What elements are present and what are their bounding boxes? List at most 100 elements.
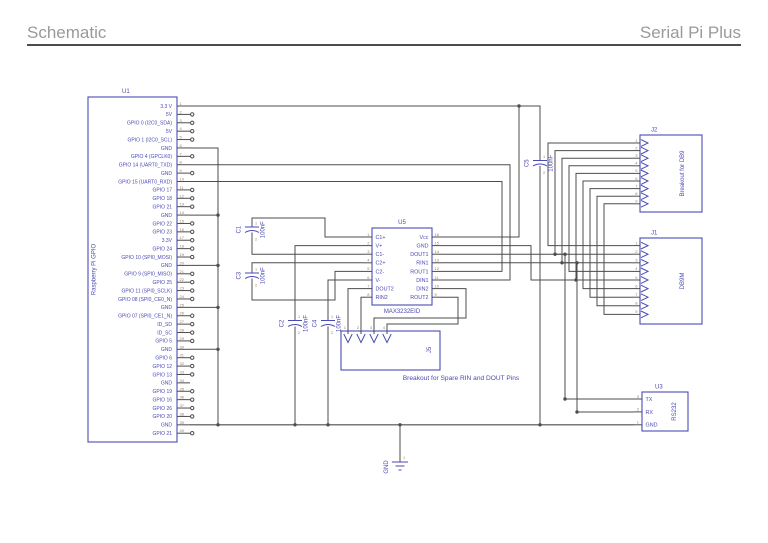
u1-pin-row: 3.3V 17 — [162, 235, 195, 244]
u1-pin-row: GPIO 26 37 — [153, 403, 195, 412]
svg-text:GPIO 18: GPIO 18 — [153, 196, 173, 202]
svg-text:38: 38 — [180, 411, 185, 416]
svg-text:GPIO 4 (GPCLK0): GPIO 4 (GPCLK0) — [131, 154, 172, 160]
u5-pin: V+ 2 — [362, 240, 382, 250]
svg-text:1: 1 — [255, 268, 257, 272]
u1-pin-row: GPIO 9 (SPI0_MISO) 21 — [124, 269, 195, 278]
u1-pin-row: 5V 4 — [166, 126, 195, 135]
svg-text:GPIO 24: GPIO 24 — [153, 246, 173, 252]
svg-text:2: 2 — [255, 284, 257, 288]
svg-text:35: 35 — [180, 386, 185, 391]
svg-text:9: 9 — [180, 168, 183, 173]
svg-text:22: 22 — [180, 277, 185, 282]
u1-pin-row: GND 20 — [161, 260, 190, 269]
svg-text:5V: 5V — [166, 112, 173, 118]
u5-pin: C2+ 4 — [362, 258, 386, 267]
svg-text:13: 13 — [435, 258, 440, 263]
svg-text:8: 8 — [180, 160, 183, 165]
svg-text:2: 2 — [637, 407, 640, 412]
svg-text:3: 3 — [635, 258, 638, 263]
svg-text:1: 1 — [344, 325, 347, 330]
u5-pin: C1- 3 — [362, 249, 384, 258]
u1-pin-row: GPIO 19 35 — [153, 386, 195, 395]
c1-ref: C1 — [237, 225, 243, 233]
svg-text:13: 13 — [180, 202, 185, 207]
j2-connector: J2 Breakout for DB9 1 2 3 4 — [632, 128, 703, 213]
u5-pin: DOUT2 7 — [362, 283, 394, 293]
svg-text:GND: GND — [417, 244, 429, 250]
svg-text:10: 10 — [435, 283, 440, 288]
svg-text:C1+: C1+ — [376, 235, 386, 241]
u3-pin: RX 2 — [634, 407, 653, 416]
svg-text:6: 6 — [367, 275, 370, 280]
svg-text:GPIO 07 (SPI0_CE1_N): GPIO 07 (SPI0_CE1_N) — [118, 314, 172, 320]
svg-text:3: 3 — [637, 394, 640, 399]
svg-text:20: 20 — [180, 260, 185, 265]
u1-pin-row: GND 14 — [161, 210, 190, 219]
svg-text:9: 9 — [635, 309, 638, 314]
u5-pin: C2- 5 — [362, 266, 384, 275]
capacitor-c1: C1 100nF 1 2 — [237, 221, 267, 242]
svg-text:8: 8 — [635, 301, 638, 306]
ground-symbol: GND 1 — [384, 456, 408, 474]
svg-text:14: 14 — [435, 249, 440, 254]
svg-text:C2-: C2- — [376, 269, 385, 275]
svg-text:4: 4 — [367, 258, 370, 263]
svg-text:TX: TX — [646, 397, 653, 403]
svg-text:GND: GND — [646, 423, 658, 429]
u5-pin: RIN1 13 — [416, 258, 442, 267]
svg-text:4: 4 — [635, 266, 638, 271]
u1-pin-row: GPIO 18 12 — [153, 193, 195, 202]
u1-pin-row: GPIO 22 15 — [153, 218, 195, 227]
svg-text:6: 6 — [180, 143, 183, 148]
svg-text:11: 11 — [435, 275, 440, 280]
u5-pin: GND 15 — [417, 240, 442, 250]
svg-text:5: 5 — [635, 168, 638, 173]
capacitor-c2: C2 100nF 1 2 — [280, 315, 310, 335]
svg-text:GPIO 26: GPIO 26 — [153, 406, 173, 412]
svg-text:GPIO 9 (SPI0_MISO): GPIO 9 (SPI0_MISO) — [124, 272, 172, 278]
connector-pin: 1 — [632, 138, 650, 147]
svg-text:GPIO 14 (UART0_TXD): GPIO 14 (UART0_TXD) — [119, 163, 173, 169]
connector-pin: 8 — [632, 301, 650, 310]
svg-text:GPIO 0 (I2C0_SDA): GPIO 0 (I2C0_SDA) — [127, 121, 172, 127]
u1-pin-row: GPIO 12 32 — [153, 361, 195, 370]
u1-pin-row: GND 6 — [161, 143, 190, 152]
u5-left-pins: C1+ 1 V+ 2 C1- 3 C2+ 4 C2- 5 V- — [362, 232, 394, 301]
connector-pin: 3 — [632, 258, 650, 267]
j5-connector: J5 1 2 3 4 Breakout for Spare RIN and DO… — [340, 325, 520, 382]
svg-text:3: 3 — [367, 249, 370, 254]
u5-right-pins: Vcc 16 GND 15 DOUT1 14 RIN1 13 ROUT1 12 — [410, 232, 442, 301]
svg-text:5: 5 — [180, 135, 183, 140]
svg-text:GPIO 13: GPIO 13 — [153, 372, 173, 378]
svg-text:GND: GND — [161, 171, 173, 177]
svg-text:9: 9 — [635, 199, 638, 204]
u1-pin-row: GPIO 14 (UART0_TXD) 8 — [119, 160, 190, 169]
svg-text:DIN2: DIN2 — [416, 287, 428, 293]
j2-pins: 1 2 3 4 5 6 — [632, 138, 650, 208]
svg-text:GND: GND — [161, 213, 173, 219]
svg-text:3: 3 — [180, 118, 183, 123]
svg-text:GPIO 11 (SPI0_SCLK): GPIO 11 (SPI0_SCLK) — [122, 288, 173, 294]
u1-pin-row: GPIO 10 (SPI0_MOSI) 19 — [121, 252, 195, 261]
svg-text:19: 19 — [180, 252, 185, 257]
svg-text:GPIO 17: GPIO 17 — [153, 188, 173, 194]
svg-text:32: 32 — [180, 361, 185, 366]
svg-text:4: 4 — [180, 126, 183, 131]
u1-pin-row: GND 9 — [161, 168, 195, 177]
connector-pin: 2 — [632, 145, 650, 155]
svg-text:Vcc: Vcc — [420, 235, 429, 241]
svg-text:18: 18 — [180, 244, 185, 249]
svg-text:7: 7 — [180, 151, 183, 156]
connector-pin: 9 — [632, 199, 650, 208]
svg-text:2: 2 — [331, 331, 333, 335]
svg-text:8: 8 — [367, 292, 370, 297]
c1-value: 100nF — [261, 221, 267, 238]
svg-text:3.3V: 3.3V — [162, 238, 173, 244]
u5-pin: DIN2 10 — [416, 283, 442, 293]
connector-pin: 2 — [356, 325, 366, 344]
u3-chip: U3 RS232 TX 3 RX 2 GND 1 — [634, 385, 689, 432]
c4-ref: C4 — [313, 319, 319, 327]
connector-pin: 9 — [632, 309, 650, 319]
svg-text:RIN1: RIN1 — [416, 261, 428, 267]
